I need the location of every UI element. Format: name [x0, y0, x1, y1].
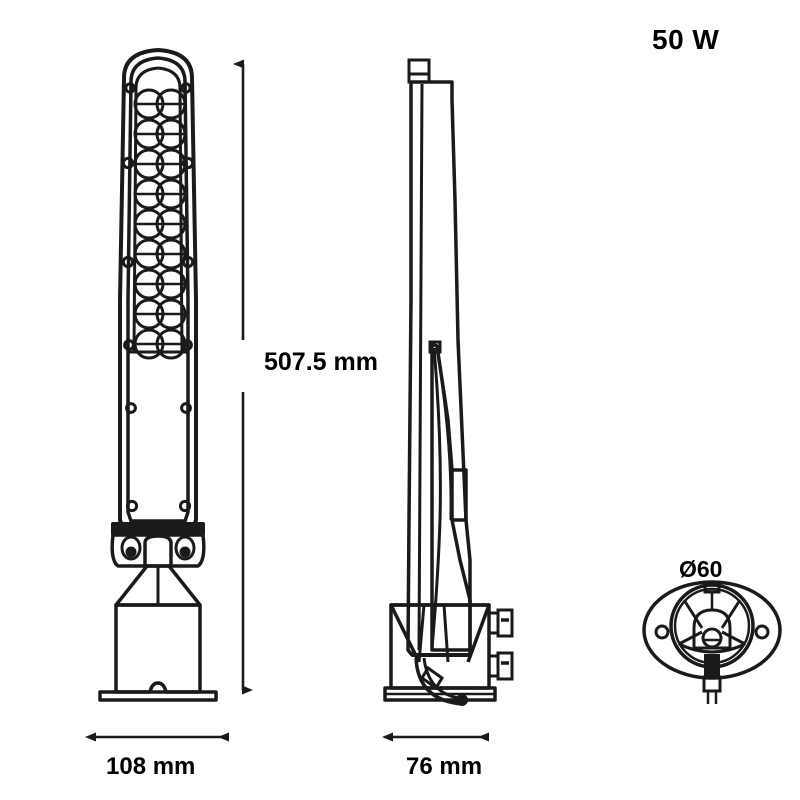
front-width-label: 108 mm: [106, 753, 196, 780]
led-row: [133, 178, 187, 210]
screw-boss: [181, 339, 193, 351]
front-view: [98, 48, 218, 702]
front-optic-frame: [126, 56, 190, 523]
bracket-bolt: [120, 535, 142, 561]
led-row: [133, 238, 187, 270]
pole-diameter-label: Ø60: [679, 556, 723, 582]
housing-screw-bosses: [121, 82, 195, 513]
screw-boss: [121, 255, 135, 269]
led-row: [133, 208, 187, 240]
led-row: [133, 328, 187, 360]
side-clamp-bolt: [487, 651, 514, 681]
detail-boss-dome: [701, 627, 723, 649]
led-row: [133, 118, 187, 150]
led-row: [133, 88, 187, 120]
detail-flange-hole: [754, 624, 770, 640]
screw-boss: [121, 156, 135, 170]
screw-boss: [123, 339, 135, 351]
screw-boss: [181, 255, 195, 269]
led-row: [133, 268, 187, 300]
front-lens-window: [132, 66, 184, 354]
screw-boss: [181, 156, 195, 170]
screw-boss: [180, 82, 192, 94]
screw-boss: [125, 499, 139, 513]
side-step-shoulder: [452, 468, 468, 522]
detail-bottom-tab: [702, 654, 722, 704]
side-lens-edge: [417, 83, 424, 651]
side-fin-outer-curve: [435, 347, 453, 520]
side-fin-top-notch: [428, 340, 442, 354]
detail-spokes: [678, 599, 746, 646]
screw-boss: [124, 82, 136, 94]
screw-boss: [125, 402, 137, 414]
overall-height-label: 507.5 mm: [264, 348, 378, 376]
led-row: [133, 148, 187, 180]
side-hinge-bracket: [412, 653, 470, 706]
bracket-bolt: [174, 535, 196, 561]
detail-boss-chord: [678, 642, 746, 654]
front-base-plate: [98, 681, 218, 702]
detail-top-stub: [703, 580, 721, 610]
side-top-cap: [407, 58, 431, 84]
front-bracket-plate: [110, 522, 206, 568]
dimension-lines: [85, 59, 489, 742]
pole-mount-detail: [642, 580, 782, 704]
side-taper-rib: [442, 604, 450, 663]
led-array: [133, 88, 187, 360]
side-base-plate: [383, 686, 497, 702]
detail-flange-hole: [654, 624, 670, 640]
screw-boss: [178, 499, 192, 513]
led-row: [133, 298, 187, 330]
front-pole-sleeve: [114, 603, 202, 694]
side-taper-rib: [417, 604, 426, 663]
side-clamp-bolt: [487, 608, 514, 638]
side-view: [383, 58, 514, 706]
wattage-label: 50 W: [652, 24, 720, 55]
side-body-outline: [406, 80, 472, 657]
side-width-label: 76 mm: [406, 753, 483, 780]
screw-boss: [180, 402, 192, 414]
